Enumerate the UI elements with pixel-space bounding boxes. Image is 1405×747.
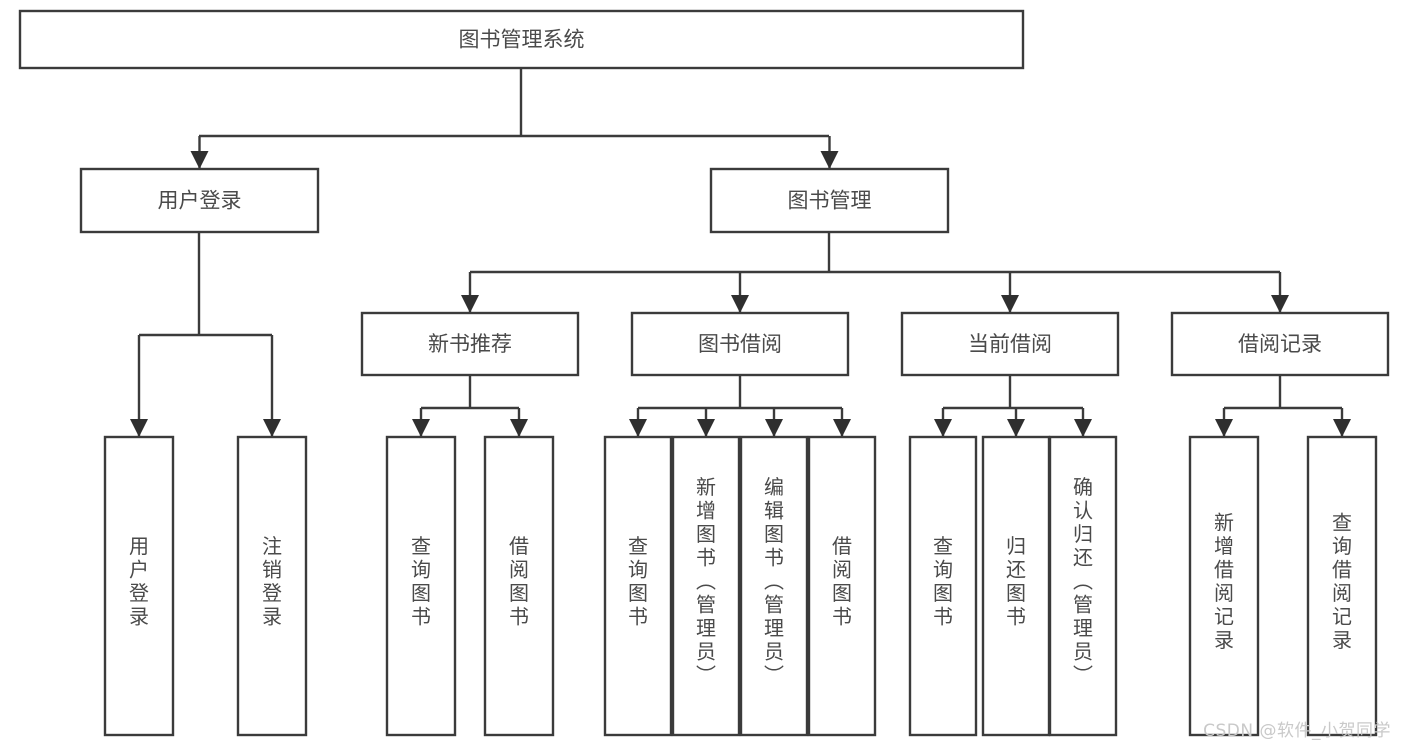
node-box[interactable] — [671, 435, 741, 737]
arrow-head — [461, 295, 479, 313]
node-label: 借阅图书 — [832, 534, 852, 629]
node-leaf-borrow-query-book[interactable]: 查询图书 — [603, 435, 673, 737]
arrow-head — [1074, 419, 1092, 437]
node-box[interactable] — [18, 9, 1025, 70]
arrow-head — [412, 419, 430, 437]
node-label: 确认归还︵管理员︶ — [1073, 475, 1093, 687]
arrow-head — [510, 419, 528, 437]
node-label: 查询图书 — [628, 534, 648, 629]
node-leaf-borrow-add-book[interactable]: 新增图书︵管理员︶ — [671, 435, 741, 737]
node-box[interactable] — [236, 435, 308, 737]
node-label: 用户登录 — [158, 189, 242, 213]
node-label: 查询借阅记录 — [1332, 510, 1352, 652]
arrow-head — [1271, 295, 1289, 313]
node-label: 编辑图书︵管理员︶ — [764, 475, 784, 687]
node-user-login[interactable]: 用户登录 — [79, 167, 320, 234]
node-leaf-rec-query-book[interactable]: 查询图书 — [385, 435, 457, 737]
node-borrow-record[interactable]: 借阅记录 — [1170, 311, 1390, 377]
arrow-head — [833, 419, 851, 437]
node-label: 查询图书 — [411, 534, 431, 629]
node-box[interactable] — [603, 435, 673, 737]
node-root[interactable]: 图书管理系统 — [18, 9, 1025, 70]
node-box[interactable] — [103, 435, 175, 737]
arrow-head — [820, 151, 839, 169]
node-leaf-user-logout[interactable]: 注销登录 — [236, 435, 308, 737]
node-label: 图书借阅 — [698, 332, 782, 356]
node-box[interactable] — [709, 167, 950, 234]
node-layer: 图书管理系统用户登录图书管理新书推荐图书借阅当前借阅借阅记录用户登录注销登录查询… — [18, 9, 1390, 737]
node-box[interactable] — [908, 435, 978, 737]
arrow-head — [629, 419, 647, 437]
node-label: 新增图书︵管理员︶ — [696, 475, 716, 687]
node-box[interactable] — [1048, 435, 1118, 737]
node-box[interactable] — [385, 435, 457, 737]
arrow-head — [731, 295, 749, 313]
node-label: 归还图书 — [1006, 534, 1026, 629]
node-leaf-record-query[interactable]: 查询借阅记录 — [1306, 435, 1378, 737]
node-label: 用户登录 — [129, 534, 149, 629]
node-label: 图书管理 — [788, 189, 872, 213]
node-label: 当前借阅 — [968, 332, 1052, 356]
node-label: 新书推荐 — [428, 332, 512, 356]
arrow-head — [263, 419, 281, 437]
node-leaf-borrow-edit-book[interactable]: 编辑图书︵管理员︶ — [739, 435, 809, 737]
node-leaf-current-confirm-return[interactable]: 确认归还︵管理员︶ — [1048, 435, 1118, 737]
arrow-head — [765, 419, 783, 437]
node-box[interactable] — [981, 435, 1051, 737]
arrow-head — [1007, 419, 1025, 437]
arrow-head — [1333, 419, 1351, 437]
node-book-manage[interactable]: 图书管理 — [709, 167, 950, 234]
arrow-head — [130, 419, 148, 437]
node-leaf-current-return-book[interactable]: 归还图书 — [981, 435, 1051, 737]
node-label: 注销登录 — [262, 534, 282, 629]
node-box[interactable] — [630, 311, 850, 377]
node-leaf-user-login[interactable]: 用户登录 — [103, 435, 175, 737]
node-box[interactable] — [900, 311, 1120, 377]
node-leaf-borrow-borrow-book[interactable]: 借阅图书 — [807, 435, 877, 737]
csdn-watermark: CSDN @软件_小贺同学 — [1203, 721, 1391, 741]
node-current-borrow[interactable]: 当前借阅 — [900, 311, 1120, 377]
node-leaf-rec-borrow-book[interactable]: 借阅图书 — [483, 435, 555, 737]
node-label: 查询图书 — [933, 534, 953, 629]
node-box[interactable] — [360, 311, 580, 377]
node-leaf-current-query-book[interactable]: 查询图书 — [908, 435, 978, 737]
node-book-borrow[interactable]: 图书借阅 — [630, 311, 850, 377]
node-label: 借阅图书 — [509, 534, 529, 629]
arrow-head — [1001, 295, 1019, 313]
arrow-head — [1215, 419, 1233, 437]
node-box[interactable] — [1170, 311, 1390, 377]
node-new-book-recommend[interactable]: 新书推荐 — [360, 311, 580, 377]
node-box[interactable] — [1306, 435, 1378, 737]
node-label: 新增借阅记录 — [1214, 510, 1234, 652]
node-label: 图书管理系统 — [459, 28, 585, 52]
node-box[interactable] — [739, 435, 809, 737]
node-label: 借阅记录 — [1238, 332, 1322, 356]
arrow-head — [190, 151, 209, 169]
node-box[interactable] — [79, 167, 320, 234]
node-box[interactable] — [1188, 435, 1260, 737]
arrow-head — [934, 419, 952, 437]
node-box[interactable] — [807, 435, 877, 737]
arrow-head — [697, 419, 715, 437]
node-box[interactable] — [483, 435, 555, 737]
node-leaf-record-add[interactable]: 新增借阅记录 — [1188, 435, 1260, 737]
connector-layer — [130, 68, 1351, 437]
